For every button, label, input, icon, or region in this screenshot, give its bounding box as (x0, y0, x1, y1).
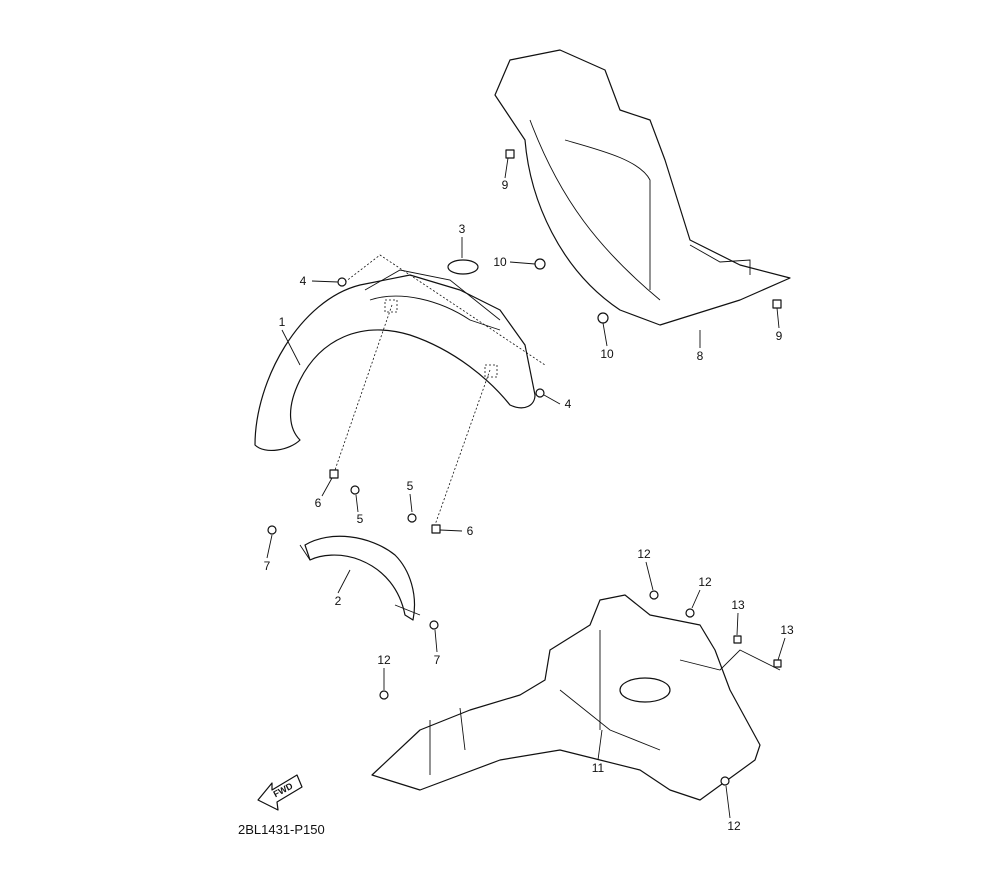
front-fender (254, 254, 546, 526)
callout-3: 3 (458, 222, 466, 236)
callout-9: 9 (501, 178, 509, 192)
callout-13: 13 (731, 598, 745, 612)
callout-4: 4 (299, 274, 307, 288)
callout-12: 12 (727, 819, 741, 833)
callout-10: 10 (600, 347, 614, 361)
callout-9: 9 (775, 329, 783, 343)
leader-lines (266, 157, 786, 819)
callout-7: 7 (263, 559, 271, 573)
callout-12: 12 (637, 547, 651, 561)
inner-panel (494, 49, 791, 326)
cap (447, 259, 479, 275)
callout-13: 13 (780, 623, 794, 637)
callout-10: 10 (493, 255, 507, 269)
fender-rear-piece (299, 535, 421, 621)
callout-5: 5 (356, 512, 364, 526)
fasteners (267, 149, 782, 786)
callout-2: 2 (334, 594, 342, 608)
callout-12: 12 (698, 575, 712, 589)
callout-11: 11 (591, 761, 605, 775)
callout-1: 1 (278, 315, 286, 329)
callout-6: 6 (314, 496, 322, 510)
callout-12: 12 (377, 653, 391, 667)
fwd-arrow-icon (257, 774, 303, 811)
callout-7: 7 (433, 653, 441, 667)
callout-6: 6 (466, 524, 474, 538)
diagram-code: 2BL1431-P150 (238, 822, 325, 837)
callout-8: 8 (696, 349, 704, 363)
callout-4: 4 (564, 397, 572, 411)
callout-5: 5 (406, 479, 414, 493)
rear-fender (371, 594, 781, 801)
